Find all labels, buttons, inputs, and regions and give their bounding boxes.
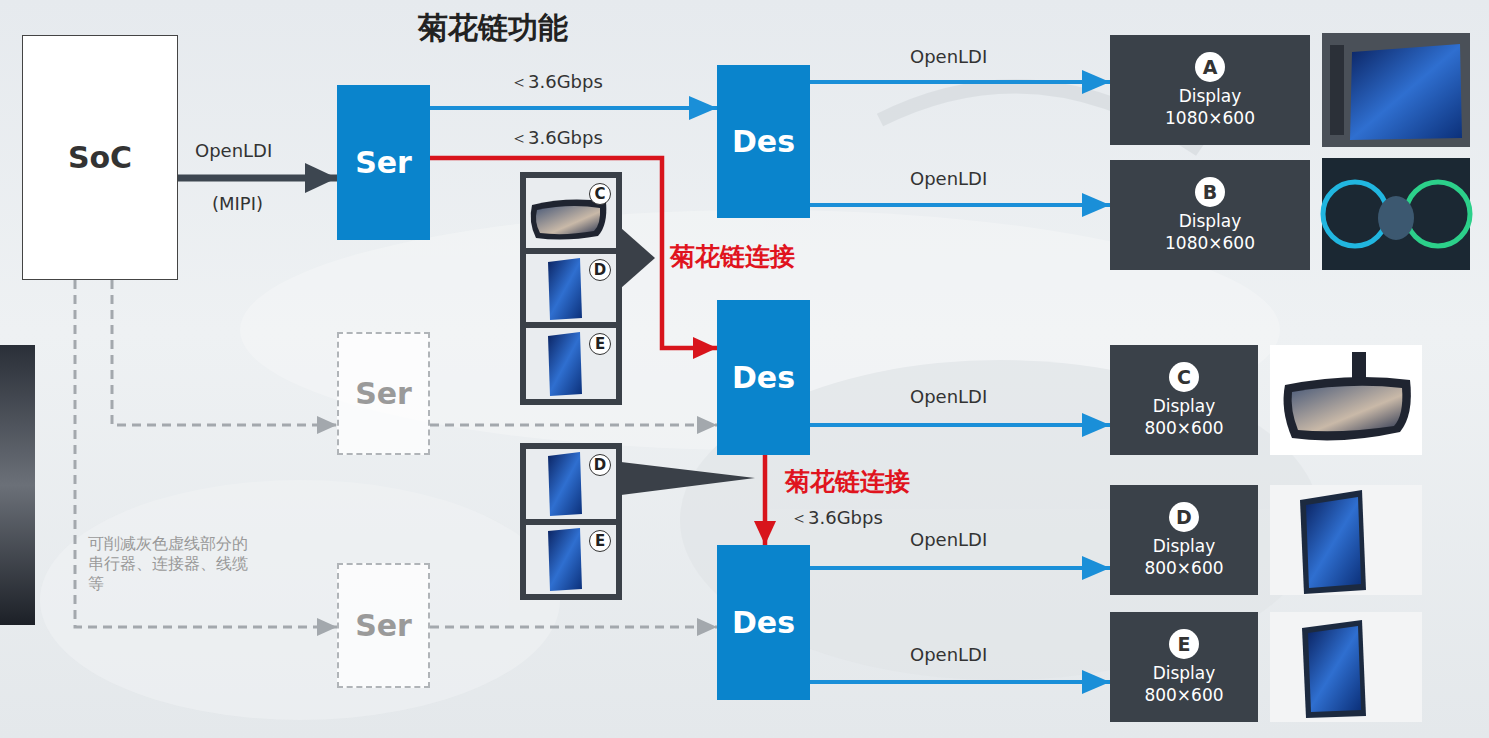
- edge-label: OpenLDI: [195, 140, 272, 161]
- display-letter: B: [1195, 177, 1225, 207]
- box-label: SoC: [68, 140, 132, 175]
- photo-d: [1270, 485, 1422, 595]
- display-name: Display: [1153, 535, 1216, 557]
- photo-b: [1322, 158, 1470, 270]
- diagram-title: 菊花链功能: [418, 8, 568, 49]
- edge-label: OpenLDI: [910, 529, 987, 550]
- resolution: 800×600: [1144, 417, 1223, 439]
- left-photo: [0, 345, 35, 625]
- display-box: E Display800×600: [1110, 612, 1258, 722]
- connector: [430, 424, 717, 427]
- connector: [75, 280, 337, 627]
- connector: [810, 423, 1110, 427]
- display-box: D Display800×600: [1110, 485, 1258, 595]
- deserializer-box: Des: [717, 545, 810, 700]
- thumbnail-group: [520, 172, 655, 405]
- box-label: Des: [732, 124, 795, 159]
- deserializer-box: Des: [717, 300, 810, 455]
- display-name: Display: [1153, 662, 1216, 684]
- resolution: 800×600: [1144, 557, 1223, 579]
- signal-name: (MIPI): [212, 193, 263, 214]
- connector: [178, 175, 337, 182]
- daisy-chain-label: 菊花链连接: [785, 465, 910, 498]
- edge-label: OpenLDI: [910, 46, 987, 67]
- display-letter: D: [1169, 502, 1199, 532]
- connector: [763, 455, 768, 545]
- display-letter: E: [1169, 629, 1199, 659]
- photo-e: [1270, 612, 1422, 722]
- connector: [430, 626, 717, 629]
- edge-label: OpenLDI: [910, 644, 987, 665]
- daisy-chain-label: 菊花链连接: [670, 240, 795, 273]
- photo-a: [1322, 33, 1470, 147]
- box-label: Des: [732, 605, 795, 640]
- deserializer-box: Des: [717, 65, 810, 218]
- display-box: C Display800×600: [1110, 345, 1258, 455]
- connector: [810, 680, 1110, 684]
- serializer-box: Ser: [337, 85, 430, 240]
- connector: [810, 566, 1110, 570]
- box-label: Ser: [355, 145, 412, 180]
- display-box: A Display1080×600: [1110, 35, 1310, 145]
- callout-letter: D: [589, 259, 611, 281]
- edge-label: OpenLDI: [910, 386, 987, 407]
- connector: [810, 80, 1110, 84]
- edge-label: OpenLDI: [910, 168, 987, 189]
- display-name: Display: [1179, 210, 1242, 232]
- display-name: Display: [1153, 395, 1216, 417]
- callout-letter: D: [589, 454, 611, 476]
- display-letter: C: [1169, 362, 1199, 392]
- display-letter: A: [1195, 52, 1225, 82]
- resolution: 1080×600: [1165, 232, 1255, 254]
- display-name: Display: [1179, 85, 1242, 107]
- connector: [810, 203, 1110, 207]
- box-label: Ser: [355, 608, 412, 643]
- callout-letter: C: [589, 183, 611, 205]
- display-box: B Display1080×600: [1110, 160, 1310, 270]
- connector: [430, 106, 717, 110]
- box-label: Ser: [355, 376, 412, 411]
- callout-letter: E: [589, 530, 611, 552]
- box-label: Des: [732, 360, 795, 395]
- edge-label: ＜3.6Gbps: [510, 126, 603, 150]
- callout-letter: E: [589, 333, 611, 355]
- resolution: 1080×600: [1165, 107, 1255, 129]
- edge-label: ＜3.6Gbps: [510, 70, 603, 94]
- resolution: 800×600: [1144, 684, 1223, 706]
- removable-serializer: Ser: [337, 332, 430, 455]
- removable-serializer: Ser: [337, 563, 430, 688]
- connector: [112, 280, 337, 425]
- edge-label: ＜3.6Gbps: [790, 506, 883, 530]
- note-text: 可削减灰色虚线部分的串行器、连接器、线缆等: [88, 534, 253, 594]
- soc-box: SoC: [22, 35, 178, 280]
- photo-c: [1270, 345, 1422, 455]
